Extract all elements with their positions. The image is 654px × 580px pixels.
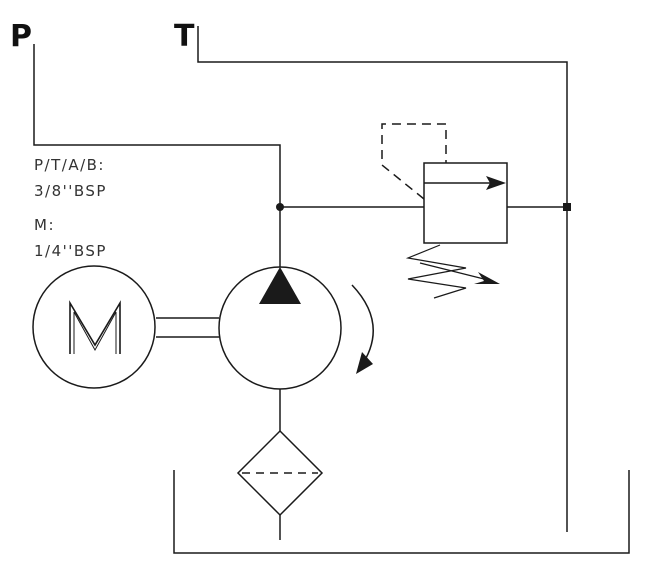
adjustable-spring-icon xyxy=(408,245,466,298)
tank-port-label: T xyxy=(174,19,195,54)
pressure-port-label: P xyxy=(10,19,32,54)
reservoir-tank xyxy=(174,470,629,553)
port-spec-line-3: M: xyxy=(34,216,55,234)
rotation-direction-icon xyxy=(352,285,373,374)
suction-filter-symbol xyxy=(238,431,322,515)
tank-return-line xyxy=(198,26,567,532)
motor-pump-coupling xyxy=(156,318,219,337)
spring-adjust-arrow-icon xyxy=(474,272,500,284)
relief-flow-arrow-icon xyxy=(486,176,506,190)
relief-valve-symbol xyxy=(382,124,507,298)
pilot-line xyxy=(382,124,446,199)
pump-symbol xyxy=(219,267,341,389)
port-spec-line-1: P/T/A/B: xyxy=(34,156,105,174)
motor-body xyxy=(33,266,155,388)
port-spec-line-4: 1/4''BSP xyxy=(34,242,107,260)
pressure-line xyxy=(34,44,280,207)
pump-flow-arrow-icon xyxy=(259,267,301,304)
motor-symbol-m xyxy=(67,300,123,356)
port-spec-line-2: 3/8''BSP xyxy=(34,182,107,200)
tank-junction-dot xyxy=(563,203,571,211)
relief-valve-body xyxy=(424,163,507,243)
